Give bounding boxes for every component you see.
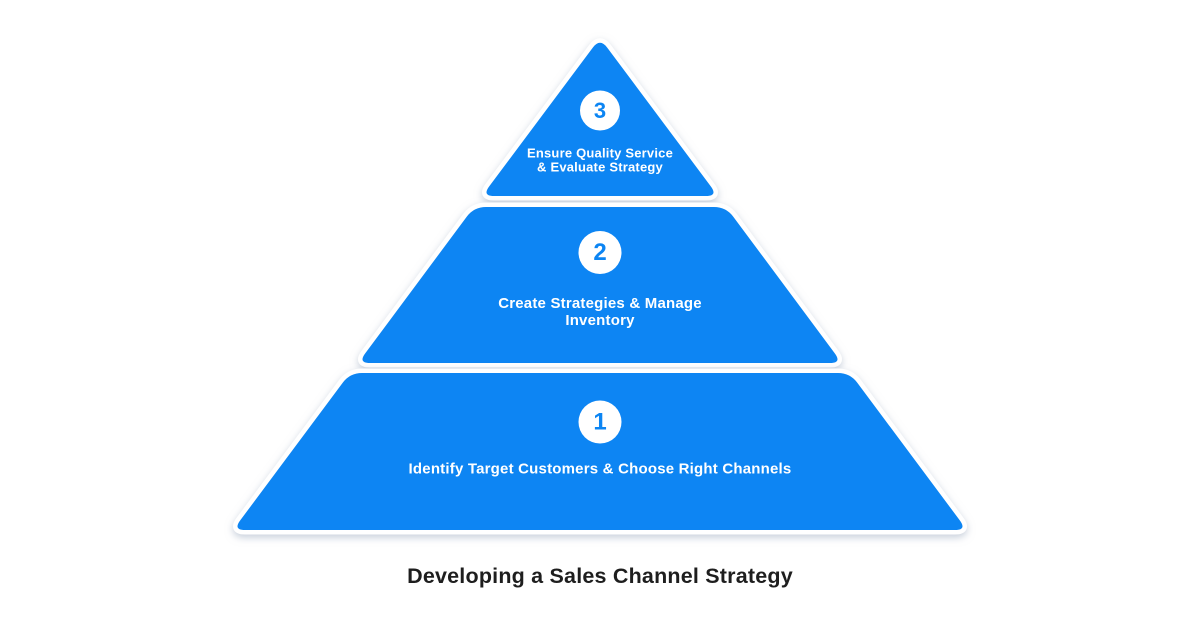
pyramid-level-2-shape [358,202,842,368]
level-2-label-line1: Create Strategies & Manage [498,295,702,312]
level-2-number-badge [578,231,622,274]
level-1-number-badge [578,400,622,444]
level-1-label-line1: Identify Target Customers & Choose Right… [409,461,792,478]
level-3-label-line2: & Evaluate Strategy [537,160,663,175]
level-3-label-line1: Ensure Quality Service [527,146,673,161]
pyramid-level-3: 3 Ensure Quality Service & Evaluate Stra… [482,38,718,201]
pyramid-level-1: 1 Identify Target Customers & Choose Rig… [233,368,967,535]
level-1-number: 1 [593,409,606,436]
pyramid-level-2: 2 Create Strategies & Manage Inventory [358,202,842,368]
level-2-number: 2 [593,239,606,266]
level-3-number-badge [580,90,620,131]
diagram-title: Developing a Sales Channel Strategy [407,564,793,588]
level-3-number: 3 [594,98,606,123]
level-2-label-line2: Inventory [565,312,635,329]
pyramid-level-1-shape [233,368,967,535]
